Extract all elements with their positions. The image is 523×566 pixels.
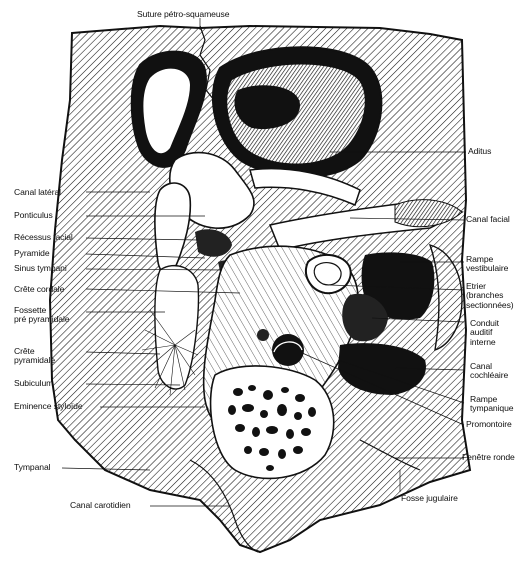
label-eminence-styloide: Eminence styloïde <box>14 402 83 411</box>
label-aditus: Aditus <box>468 147 491 156</box>
label-suture-petro-squameuse: Suture pétro-squameuse <box>137 10 229 19</box>
label-rampe-tympanique: Rampe tympanique <box>470 395 513 414</box>
round-window-opening <box>272 334 304 366</box>
label-rampe-vestibulaire: Rampe vestibulaire <box>466 255 508 274</box>
label-canal-lateral: Canal latéral <box>14 188 61 197</box>
label-tympanal: Tympanal <box>14 463 50 472</box>
label-promontoire: Promontoire <box>466 420 512 429</box>
label-crete-cordale: Crête cordale <box>14 285 64 294</box>
label-canal-carotidien: Canal carotidien <box>70 501 131 510</box>
label-ponticulus: Ponticulus <box>14 211 53 220</box>
label-sinus-tympani: Sinus tympani <box>14 264 67 273</box>
label-etrier: Etrier (branches sectionnées) <box>466 282 514 310</box>
label-crete-pyramidale: Crête pyramidale <box>14 347 55 366</box>
label-fossette-pre-pyramidale: Fossette pré pyramidale <box>14 306 69 325</box>
label-fosse-jugulaire: Fosse jugulaire <box>401 494 458 503</box>
label-pyramide: Pyramide <box>14 249 50 258</box>
label-fenetre-ronde: Fenêtre ronde <box>462 453 515 462</box>
jugular-spongy-bone <box>211 366 334 478</box>
label-recessus-facial: Récessus facial <box>14 233 73 242</box>
label-conduit-auditif-interne: Conduit auditif interne <box>470 319 499 347</box>
label-canal-cochleaire: Canal cochléaire <box>470 362 508 381</box>
label-subiculum: Subiculum <box>14 379 53 388</box>
label-canal-facial: Canal facial <box>466 215 510 224</box>
